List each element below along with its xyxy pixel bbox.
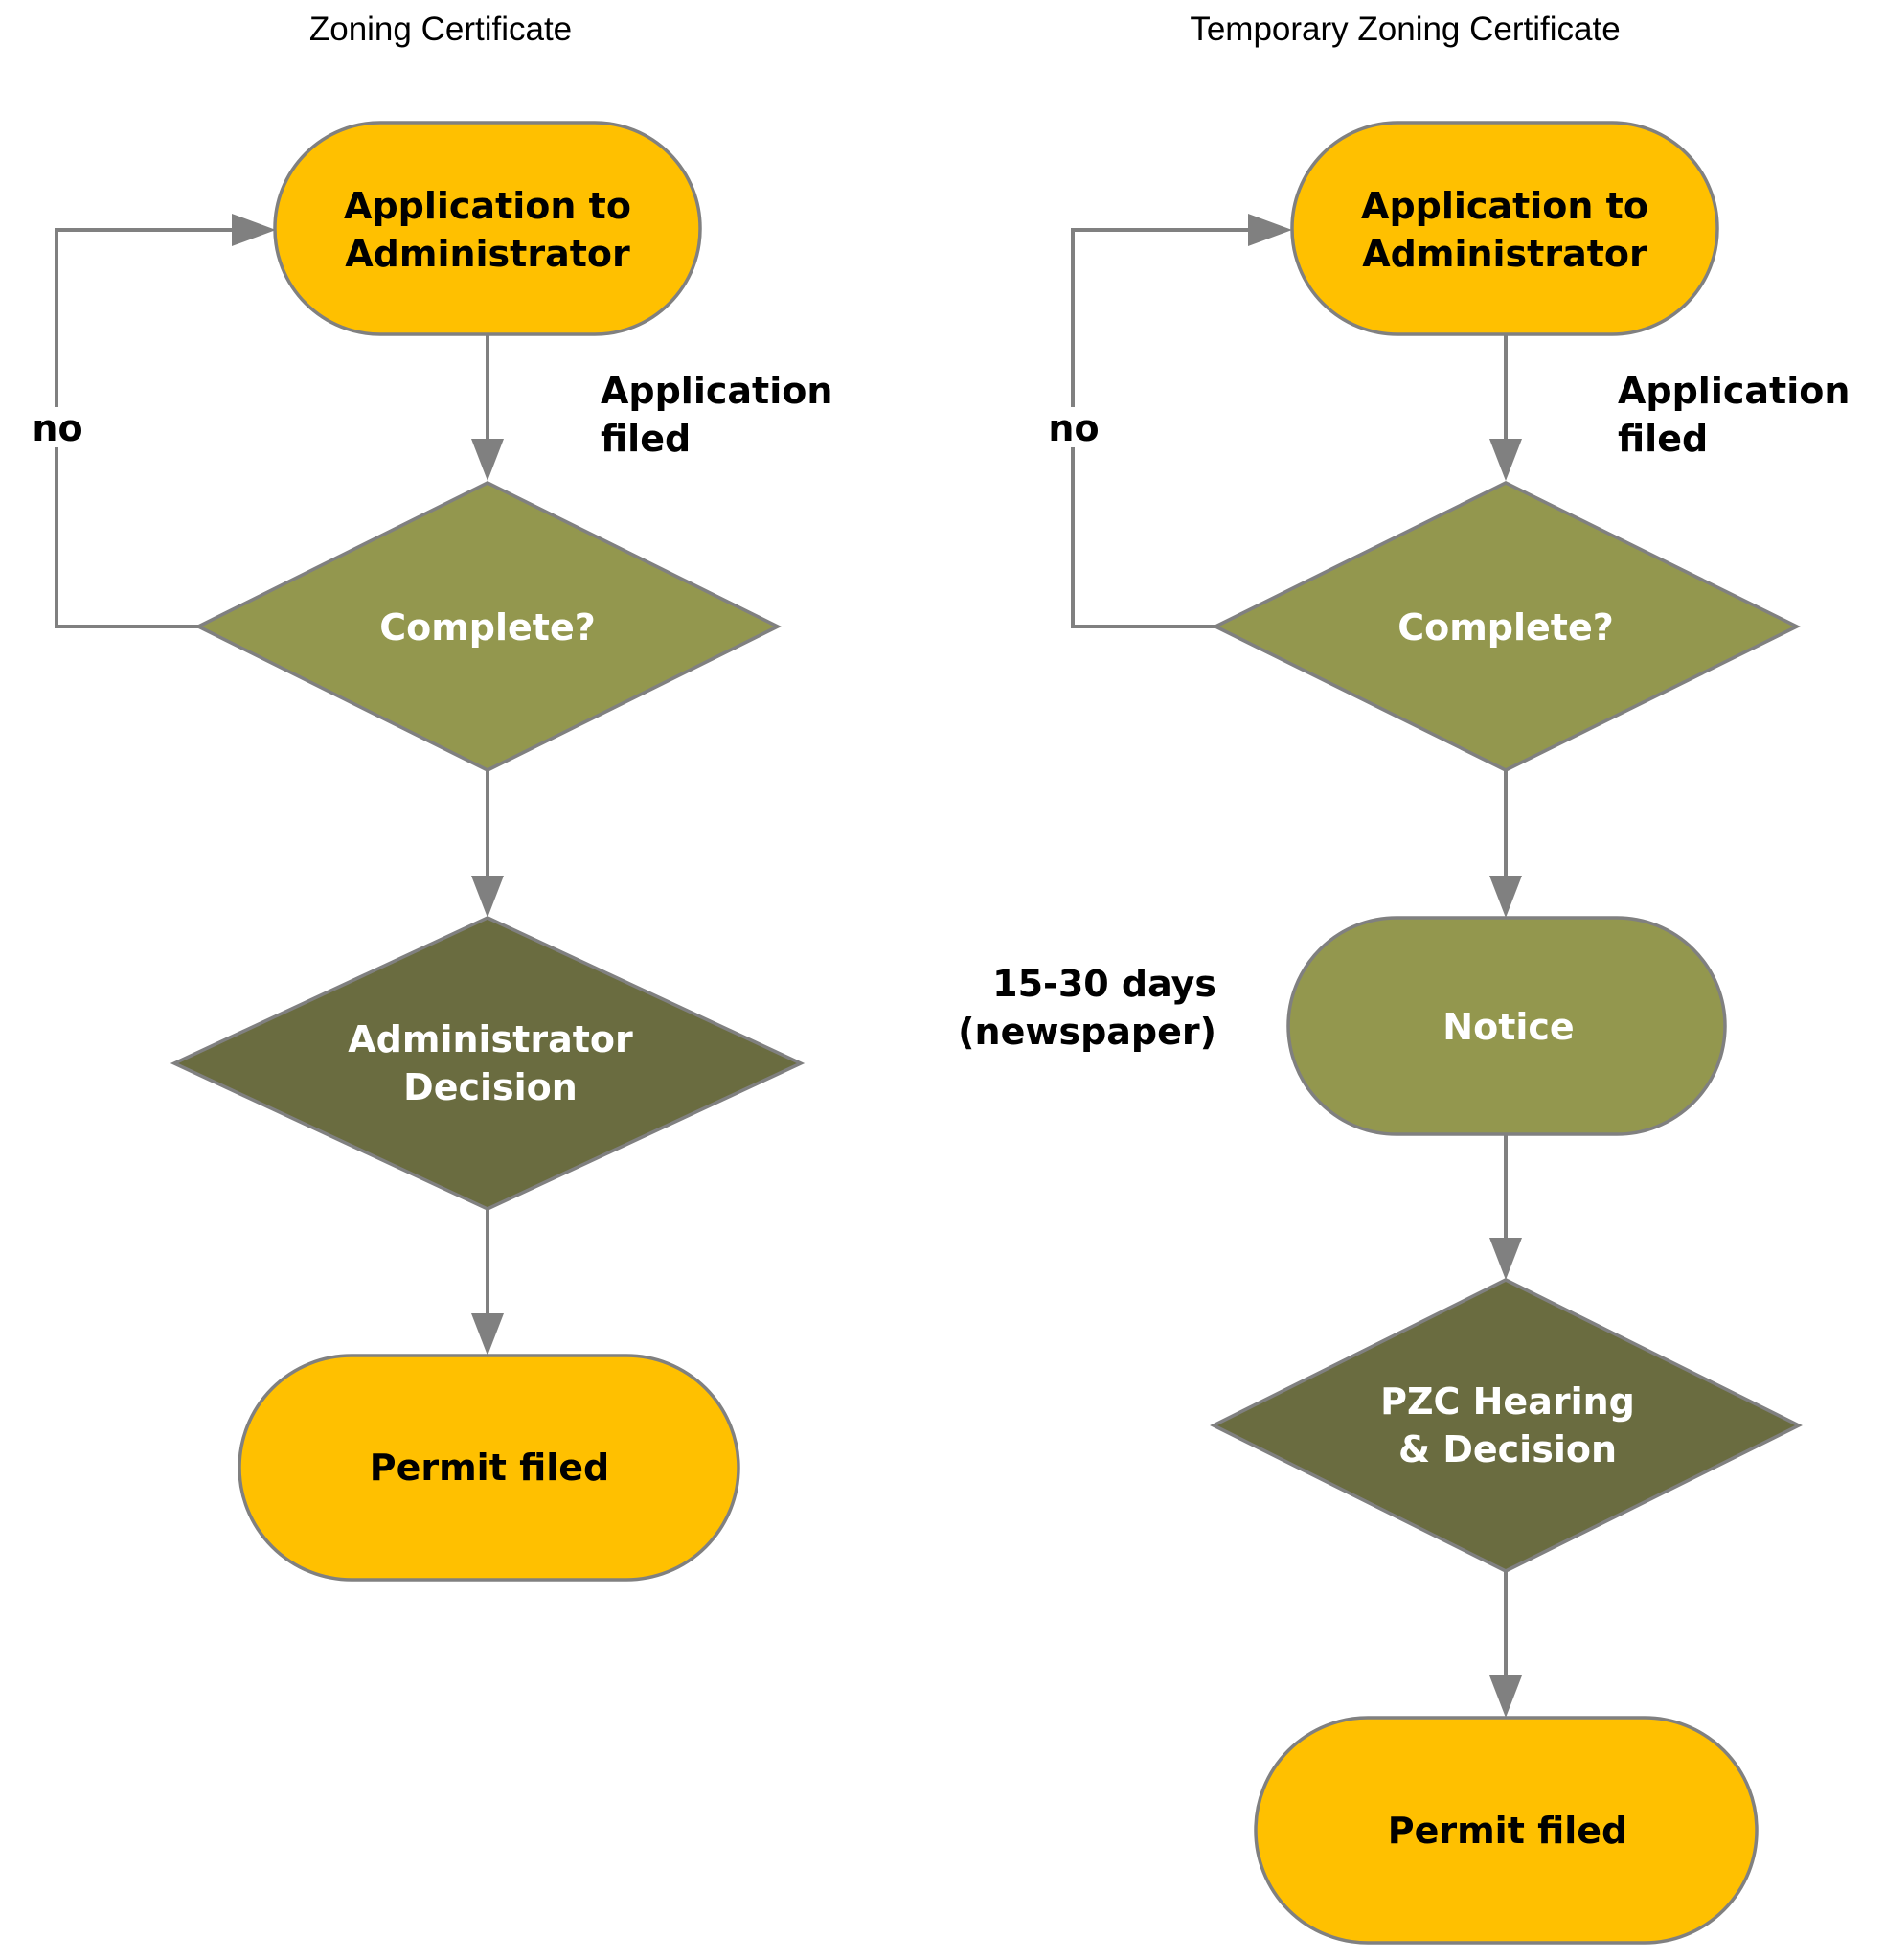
node-label: Administrator bbox=[345, 233, 630, 275]
arrowhead-icon bbox=[1489, 1238, 1522, 1280]
loop-no-label: no bbox=[1048, 407, 1099, 449]
node-label: & Decision bbox=[1398, 1428, 1617, 1470]
flow-title: Temporary Zoning Certificate bbox=[1190, 11, 1620, 48]
node-label: Application to bbox=[1361, 185, 1648, 227]
node-application-to-administrator[interactable]: Application to Administrator bbox=[273, 121, 702, 336]
connector-decision-to-permit bbox=[471, 1209, 504, 1356]
flow-title: Zoning Certificate bbox=[309, 11, 572, 48]
connector-no-loop bbox=[1071, 214, 1292, 628]
node-administrator-decision[interactable]: Administrator Decision bbox=[170, 916, 806, 1211]
connector-application-to-complete bbox=[1489, 335, 1522, 481]
label-background bbox=[34, 407, 83, 447]
node-complete-decision[interactable]: Complete? bbox=[194, 481, 782, 772]
node-label: Complete? bbox=[379, 606, 596, 649]
node-notice[interactable]: Notice bbox=[1286, 916, 1727, 1136]
node-label: Permit filed bbox=[1388, 1810, 1628, 1852]
node-label: Decision bbox=[403, 1066, 578, 1108]
application-filed-label: Application bbox=[1618, 370, 1850, 412]
arrowhead-icon bbox=[1489, 1675, 1522, 1718]
connector-complete-to-notice bbox=[1489, 770, 1522, 918]
arrowhead-icon bbox=[471, 439, 504, 481]
arrowhead-icon bbox=[1489, 876, 1522, 918]
arrowhead-icon bbox=[1489, 439, 1522, 481]
node-permit-filed[interactable]: Permit filed bbox=[1254, 1716, 1759, 1945]
connector-no-loop bbox=[55, 214, 276, 628]
node-permit-filed[interactable]: Permit filed bbox=[238, 1354, 740, 1582]
flow-temporary-zoning-certificate: Temporary Zoning Certificate Application… bbox=[958, 11, 1850, 1945]
connector-application-to-complete bbox=[471, 335, 504, 481]
node-complete-decision[interactable]: Complete? bbox=[1212, 481, 1801, 772]
application-filed-label: filed bbox=[601, 418, 691, 460]
node-application-to-administrator[interactable]: Application to Administrator bbox=[1290, 121, 1719, 336]
arrowhead-icon bbox=[471, 1313, 504, 1356]
application-filed-label: Application bbox=[601, 370, 832, 412]
connector-hearing-to-permit bbox=[1489, 1571, 1522, 1718]
arrowhead-icon bbox=[232, 214, 276, 246]
flow-zoning-certificate: Zoning Certificate Application to Admini… bbox=[32, 11, 832, 1582]
node-label: Complete? bbox=[1397, 606, 1614, 649]
node-label: Notice bbox=[1442, 1006, 1574, 1048]
node-label: PZC Hearing bbox=[1380, 1380, 1635, 1423]
arrowhead-icon bbox=[471, 876, 504, 918]
loop-no-label: no bbox=[32, 407, 82, 449]
node-pzc-hearing-decision[interactable]: PZC Hearing & Decision bbox=[1210, 1278, 1803, 1573]
label-background bbox=[1049, 407, 1099, 447]
arrowhead-icon bbox=[1248, 214, 1292, 246]
application-filed-label: filed bbox=[1618, 418, 1708, 460]
notice-period-label: (newspaper) bbox=[958, 1011, 1216, 1053]
connector-notice-to-hearing bbox=[1489, 1134, 1522, 1280]
node-label: Permit filed bbox=[370, 1447, 610, 1489]
node-label: Administrator bbox=[1362, 233, 1647, 275]
notice-period-label: 15-30 days bbox=[992, 963, 1216, 1005]
connector-complete-to-decision bbox=[471, 770, 504, 918]
node-label: Application to bbox=[344, 185, 631, 227]
node-label: Administrator bbox=[348, 1018, 633, 1060]
